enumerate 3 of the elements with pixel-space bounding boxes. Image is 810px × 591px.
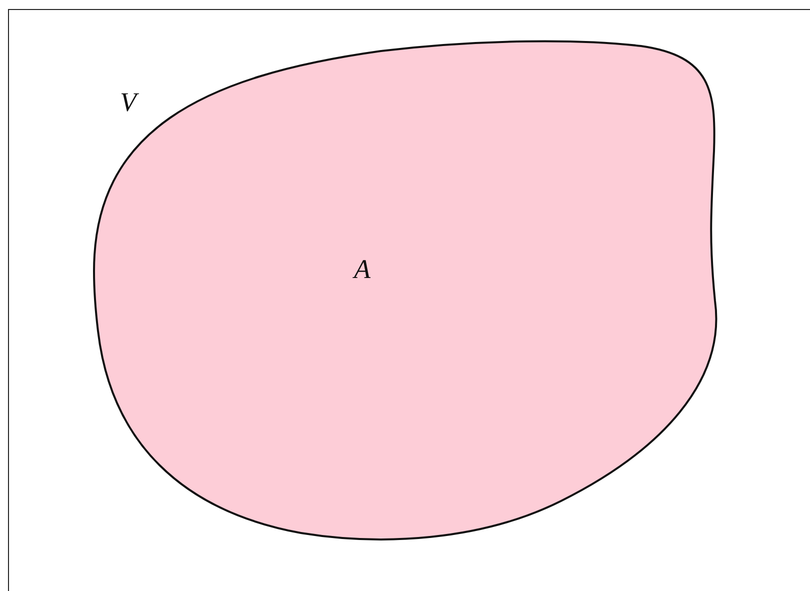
set-frame [8,9,810,591]
set-label: A [354,256,370,283]
set-label: V [120,89,136,116]
